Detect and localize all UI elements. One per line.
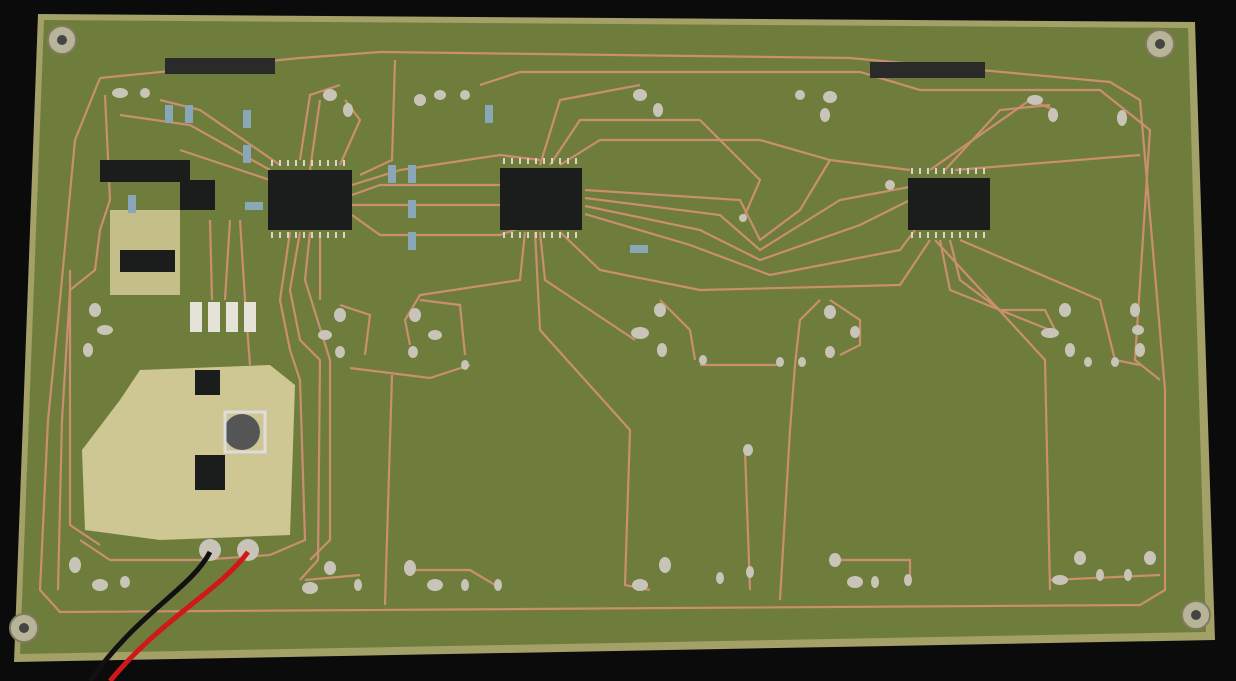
ic-chip-3 xyxy=(908,178,990,230)
ic-small-1 xyxy=(180,180,215,210)
ic-small-3 xyxy=(195,455,225,490)
wire-red xyxy=(108,550,251,681)
ic-small-2 xyxy=(195,370,220,395)
reed-switch-1 xyxy=(165,58,275,74)
connector-pads xyxy=(190,302,256,332)
mounting-nuts xyxy=(9,25,1211,643)
regulator xyxy=(120,250,175,272)
ic-chip-1 xyxy=(268,170,352,230)
reed-switch-2 xyxy=(870,62,985,78)
chip-pins xyxy=(271,158,985,238)
solder-pads xyxy=(69,88,1156,594)
copper-traces xyxy=(38,50,1167,614)
resistors xyxy=(128,105,648,253)
inductor xyxy=(224,414,260,450)
ic-chips xyxy=(100,160,990,490)
ic-chip-2 xyxy=(500,168,582,230)
ground-pour xyxy=(82,365,295,540)
transistor-array xyxy=(100,160,190,182)
wire-black xyxy=(87,550,213,681)
